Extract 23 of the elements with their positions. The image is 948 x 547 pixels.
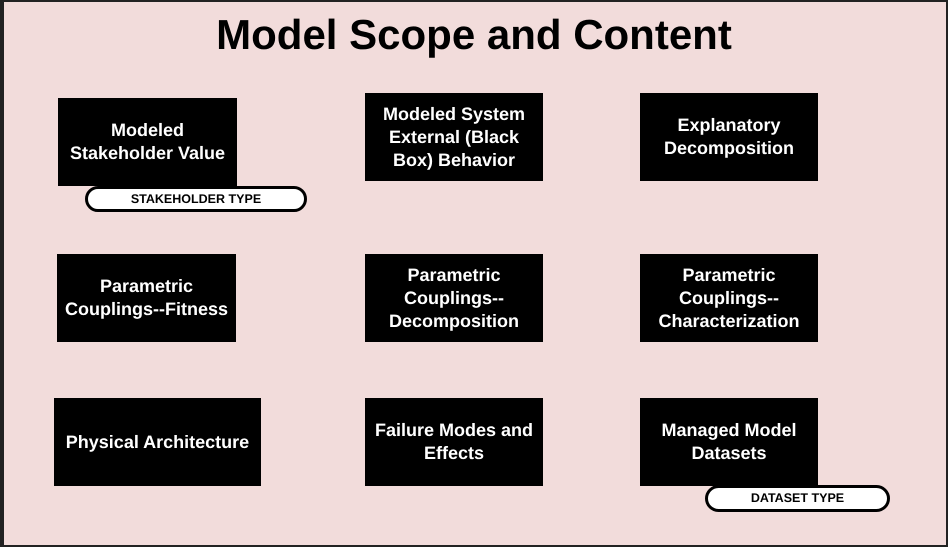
node-text: Physical Architecture bbox=[66, 430, 250, 454]
content-box bbox=[365, 93, 543, 181]
title: Model Scope and Content bbox=[215, 14, 733, 56]
content-box bbox=[640, 93, 818, 181]
node-text: Failure Modes and Effects bbox=[374, 419, 534, 465]
content-box bbox=[365, 398, 543, 486]
node-text: STAKEHOLDER TYPE bbox=[130, 190, 262, 208]
node-text: Parametric Couplings--Fitness bbox=[65, 275, 228, 321]
content-box bbox=[365, 254, 543, 342]
node-text: Parametric Couplings--Decomposition bbox=[388, 264, 520, 332]
node-text: Parametric Couplings--Characterization bbox=[657, 264, 801, 332]
content-box bbox=[640, 398, 818, 486]
node-text: Modeled Stakeholder Value bbox=[68, 119, 226, 165]
content-box bbox=[54, 398, 261, 486]
node-text: DATASET TYPE bbox=[750, 490, 844, 508]
content-box bbox=[58, 98, 237, 186]
content-box bbox=[640, 254, 818, 342]
type-tag bbox=[85, 186, 307, 212]
node-text: Modeled System External (Black Box) Behavior bbox=[382, 102, 526, 172]
content-box bbox=[57, 254, 236, 342]
node-text: Explanatory Decomposition bbox=[662, 114, 795, 160]
type-tag bbox=[705, 485, 890, 512]
node-text: Managed Model Datasets bbox=[660, 419, 798, 465]
